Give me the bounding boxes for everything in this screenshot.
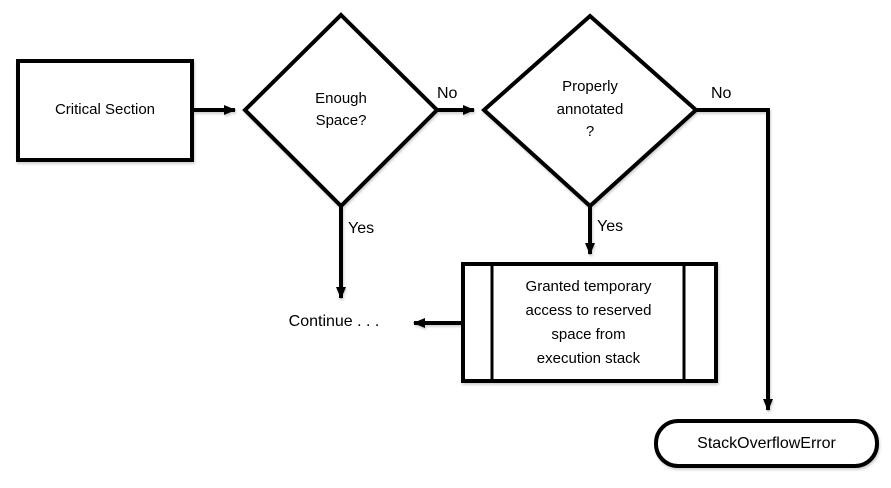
properly-annotated-label: Properly annotated ? — [556, 78, 624, 141]
properly-annotated-yes-label: Yes — [597, 218, 624, 236]
critical-section-box — [16, 59, 194, 162]
stack-overflow-error-label: StackOverflowError — [697, 434, 836, 452]
edge-properly-annotated-no — [696, 108, 773, 411]
continue-label: Continue . . . — [288, 313, 380, 331]
critical-section-label: Critical Section — [54, 101, 156, 119]
enough-space-no-label: No — [437, 85, 458, 103]
granted-access-label: Granted temporary access to reserved spa… — [525, 277, 652, 367]
stack-overflow-error-terminator — [654, 419, 879, 468]
enough-space-yes-label: Yes — [348, 220, 375, 238]
properly-annotated-no-label: No — [711, 85, 732, 103]
enough-space-label: Enough Space? — [315, 89, 367, 130]
